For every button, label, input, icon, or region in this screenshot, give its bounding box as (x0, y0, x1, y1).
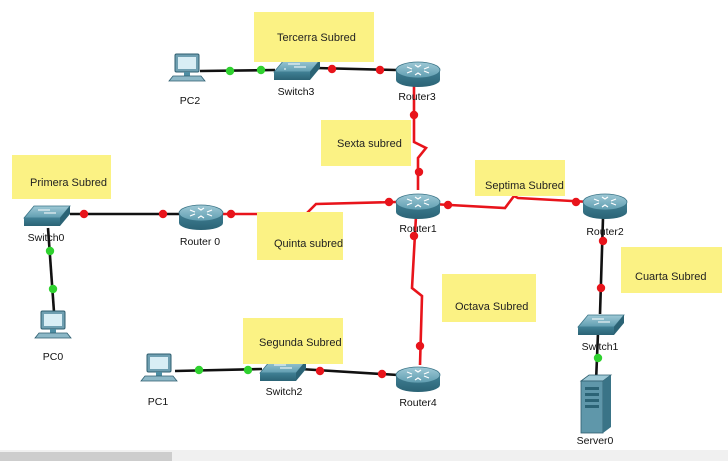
port-up-dot (243, 365, 253, 375)
port-down-dot (79, 209, 89, 219)
subnet-note-sexta[interactable]: Sexta subred (321, 120, 411, 166)
link-router2-switch1[interactable] (598, 217, 605, 315)
subnet-note-septima[interactable]: Septima Subred (475, 160, 565, 196)
subnet-note-tercera[interactable]: Tercerra Subred (254, 12, 374, 62)
device-label-router4: Router4 (399, 397, 437, 409)
port-indicators (45, 64, 608, 379)
device-label-router0: Router 0 (179, 236, 221, 248)
port-down-dot (384, 197, 394, 207)
router-icon[interactable] (582, 193, 628, 219)
router-icon[interactable] (178, 204, 224, 230)
switch-icon[interactable] (23, 205, 71, 226)
switch-icon[interactable] (273, 59, 321, 80)
pc-icon[interactable] (168, 53, 206, 82)
port-down-dot (375, 65, 385, 75)
port-down-dot (377, 369, 387, 379)
port-up-dot (225, 66, 235, 76)
port-up-dot (48, 284, 58, 294)
device-label-switch3: Switch3 (277, 86, 315, 98)
device-label-pc1: PC1 (147, 396, 169, 408)
subnet-note-octava[interactable]: Octava Subred (442, 274, 536, 322)
router-icon[interactable] (395, 366, 441, 392)
pc-icon[interactable] (140, 353, 178, 382)
port-down-dot (598, 236, 608, 246)
port-down-dot (315, 366, 325, 376)
subnet-note-cuarta[interactable]: Cuarta Subred (621, 247, 722, 293)
port-down-dot (409, 110, 419, 120)
device-label-switch0: Switch0 (27, 232, 65, 244)
port-down-dot (571, 197, 581, 207)
link-router1-router2[interactable] (431, 194, 591, 210)
port-down-dot (443, 200, 453, 210)
device-label-pc2: PC2 (179, 95, 201, 107)
server-icon[interactable] (579, 374, 613, 434)
device-label-pc0: PC0 (42, 351, 64, 363)
switch-icon[interactable] (259, 360, 307, 381)
device-label-switch1: Switch1 (581, 341, 619, 353)
pc-icon[interactable] (34, 310, 72, 339)
scrollbar-thumb[interactable] (0, 452, 172, 461)
horizontal-scrollbar[interactable] (0, 450, 728, 461)
port-up-dot (194, 365, 204, 375)
port-down-dot (415, 341, 425, 351)
device-label-router2: Router2 (586, 226, 624, 238)
port-down-dot (327, 64, 337, 74)
port-down-dot (158, 209, 168, 219)
port-down-dot (226, 209, 236, 219)
device-label-server0: Server0 (576, 435, 614, 447)
device-label-router1: Router1 (399, 223, 437, 235)
port-up-dot (256, 65, 266, 75)
switch-icon[interactable] (577, 314, 625, 335)
port-down-dot (409, 231, 419, 241)
router-icon[interactable] (395, 193, 441, 219)
device-label-router3: Router3 (398, 91, 436, 103)
port-down-dot (596, 283, 606, 293)
link-router1-router4[interactable] (410, 215, 424, 366)
router-icon[interactable] (395, 61, 441, 87)
subnet-note-segunda[interactable]: Segunda Subred (243, 318, 343, 364)
subnet-note-primera[interactable]: Primera Subred (12, 155, 111, 199)
link-switch0-pc0[interactable] (46, 227, 56, 313)
port-down-dot (414, 167, 424, 177)
subnet-note-quinta[interactable]: Quinta subred (257, 212, 343, 260)
port-up-dot (45, 246, 55, 256)
port-up-dot (593, 353, 603, 363)
device-label-switch2: Switch2 (265, 386, 303, 398)
